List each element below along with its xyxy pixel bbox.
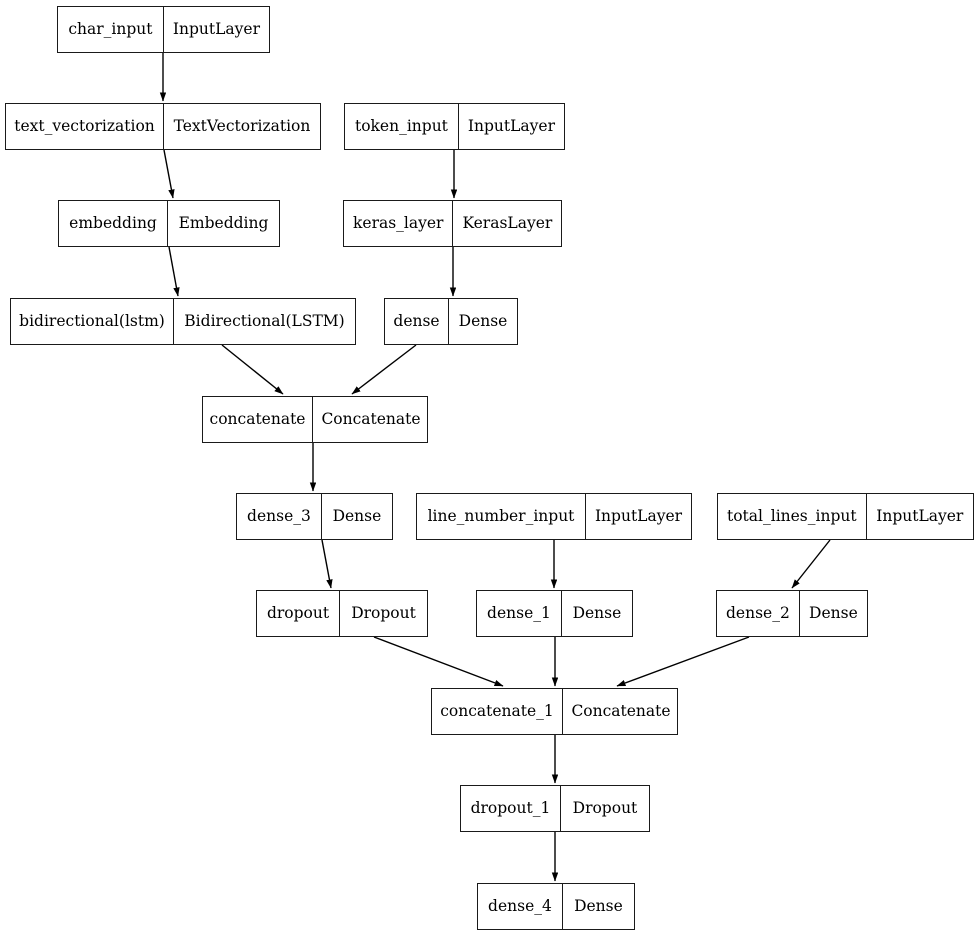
node-line_number_input-type: InputLayer — [594, 506, 683, 525]
node-dropout_1-name: dropout_1 — [461, 786, 561, 831]
node-dense_3[interactable]: dense_3 Dense — [236, 493, 393, 540]
node-dropout_1-type: Dropout — [572, 798, 638, 817]
node-keras_layer-name: keras_layer — [344, 201, 454, 246]
edge-bidirectional-to-concatenate — [221, 344, 284, 395]
node-dense_3-type: Dense — [332, 506, 382, 525]
node-dense_2[interactable]: dense_2 Dense — [716, 590, 868, 637]
edge-dense-to-concatenate — [351, 344, 417, 395]
node-keras_layer[interactable]: keras_layer KerasLayer — [343, 200, 562, 247]
node-dense_1-type: Dense — [572, 603, 622, 622]
node-dense_2-type: Dense — [809, 603, 858, 622]
node-bidirectional-name: bidirectional(lstm) — [11, 299, 174, 344]
node-keras_layer-type: KerasLayer — [462, 213, 553, 232]
node-concatenate_1[interactable]: concatenate_1 Concatenate — [431, 688, 678, 735]
node-concatenate_1-type: Concatenate — [571, 701, 671, 720]
node-token_input-type: InputLayer — [467, 116, 555, 135]
node-concatenate_1-name: concatenate_1 — [432, 689, 563, 734]
node-dense_1[interactable]: dense_1 Dense — [476, 590, 633, 637]
node-dense_4[interactable]: dense_4 Dense — [477, 883, 635, 930]
node-token_input[interactable]: token_input InputLayer — [344, 103, 565, 150]
node-total_lines_input[interactable]: total_lines_input InputLayer — [717, 493, 974, 540]
node-dropout-name: dropout — [257, 591, 341, 636]
node-concatenate-name: concatenate — [203, 397, 313, 442]
node-dense[interactable]: dense Dense — [384, 298, 518, 345]
edge-dense_2-to-concatenate_1 — [616, 636, 750, 687]
edge-dropout-to-concatenate_1 — [373, 636, 504, 687]
node-dense-name: dense — [385, 299, 449, 344]
node-embedding-type: Embedding — [178, 213, 269, 232]
node-dense_2-name: dense_2 — [717, 591, 800, 636]
node-token_input-name: token_input — [345, 104, 459, 149]
node-line_number_input[interactable]: line_number_input InputLayer — [416, 493, 692, 540]
node-dense_4-type: Dense — [574, 896, 623, 915]
node-total_lines_input-type: InputLayer — [876, 506, 964, 525]
edge-total_lines_input-to-dense_2 — [791, 539, 831, 589]
node-dense_3-name: dense_3 — [237, 494, 322, 539]
node-text_vectorization-type: TextVectorization — [173, 116, 311, 135]
node-text_vectorization-name: text_vectorization — [6, 104, 164, 149]
node-dense_1-name: dense_1 — [477, 591, 562, 636]
node-concatenate[interactable]: concatenate Concatenate — [202, 396, 428, 443]
node-dense_4-name: dense_4 — [478, 884, 563, 929]
node-line_number_input-name: line_number_input — [417, 494, 586, 539]
node-embedding-name: embedding — [59, 201, 169, 246]
node-dropout[interactable]: dropout Dropout — [256, 590, 428, 637]
node-char_input[interactable]: char_input InputLayer — [57, 6, 270, 53]
edge-dense_3-to-dropout — [321, 539, 333, 589]
node-dropout-type: Dropout — [351, 603, 416, 622]
node-embedding[interactable]: embedding Embedding — [58, 200, 280, 247]
node-char_input-type: InputLayer — [172, 19, 260, 38]
node-concatenate-type: Concatenate — [321, 409, 421, 428]
edge-embedding-to-bidirectional — [168, 246, 180, 297]
edge-text_vectorization-to-embedding — [163, 149, 175, 199]
node-dense-type: Dense — [458, 311, 508, 330]
node-bidirectional[interactable]: bidirectional(lstm) Bidirectional(LSTM) — [10, 298, 356, 345]
node-total_lines_input-name: total_lines_input — [718, 494, 867, 539]
node-char_input-name: char_input — [58, 7, 164, 52]
node-dropout_1[interactable]: dropout_1 Dropout — [460, 785, 650, 832]
node-bidirectional-type: Bidirectional(LSTM) — [184, 311, 345, 330]
node-text_vectorization[interactable]: text_vectorization TextVectorization — [5, 103, 321, 150]
